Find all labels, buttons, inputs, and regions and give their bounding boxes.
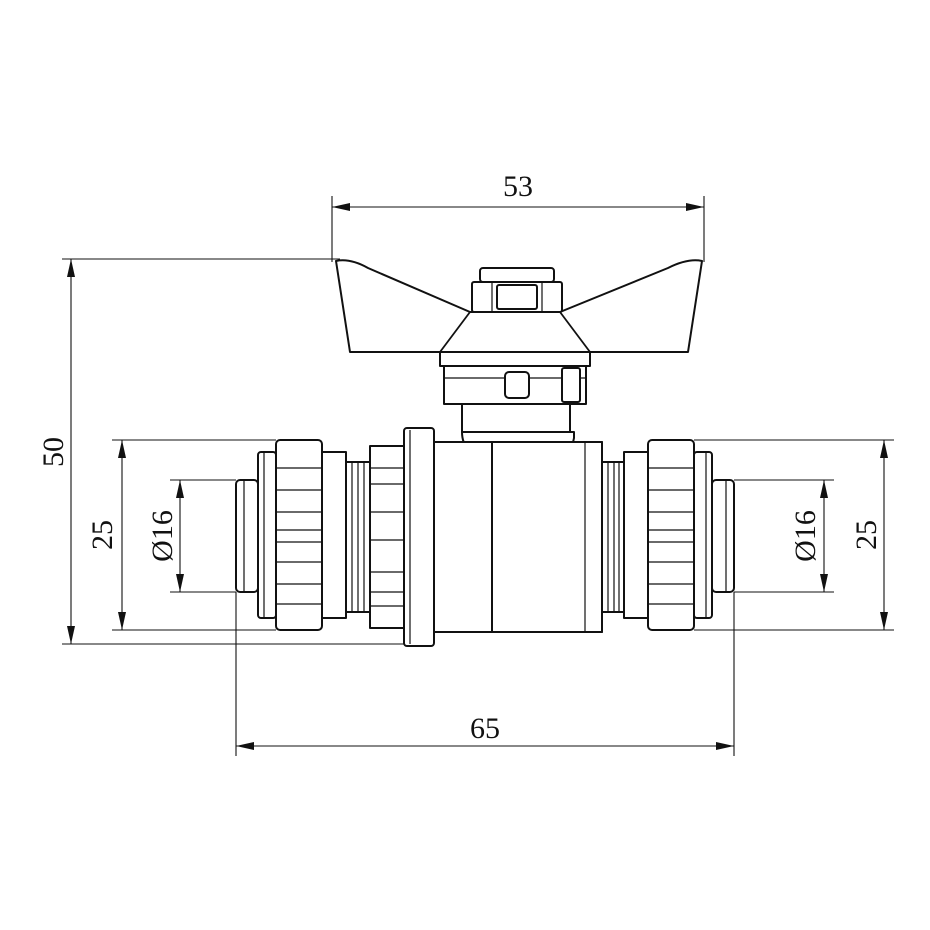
stem-nut — [471, 267, 563, 313]
dimension-handle-width: 53 — [331, 170, 705, 262]
left-union-nut — [369, 445, 405, 629]
dimension-label-53: 53 — [503, 170, 533, 203]
left-pipe-insert — [235, 479, 259, 593]
dimension-total-height: 50 — [37, 258, 404, 645]
valve-body — [403, 427, 603, 647]
dimension-left-thread: 25 — [86, 439, 276, 631]
dimension-label-right-25: 25 — [850, 520, 883, 550]
dimension-label-left-25: 25 — [86, 520, 119, 550]
dimension-label-50: 50 — [37, 437, 70, 467]
right-pipe-insert — [711, 479, 735, 593]
dimension-overall-length: 65 — [235, 592, 735, 756]
dimension-label-right-d16: Ø16 — [789, 510, 822, 562]
stem-collar — [439, 351, 591, 433]
butterfly-handle — [335, 259, 703, 353]
right-thread — [601, 461, 625, 613]
left-compression-nut — [257, 439, 347, 631]
dimension-right-pipe: Ø16 — [734, 479, 834, 593]
dimension-left-pipe: Ø16 — [146, 479, 236, 593]
dimension-label-left-d16: Ø16 — [146, 510, 179, 562]
right-compression-nut — [623, 439, 713, 631]
left-thread — [345, 461, 371, 613]
dimension-label-65: 65 — [470, 712, 500, 745]
dimension-right-thread: 25 — [694, 439, 894, 631]
